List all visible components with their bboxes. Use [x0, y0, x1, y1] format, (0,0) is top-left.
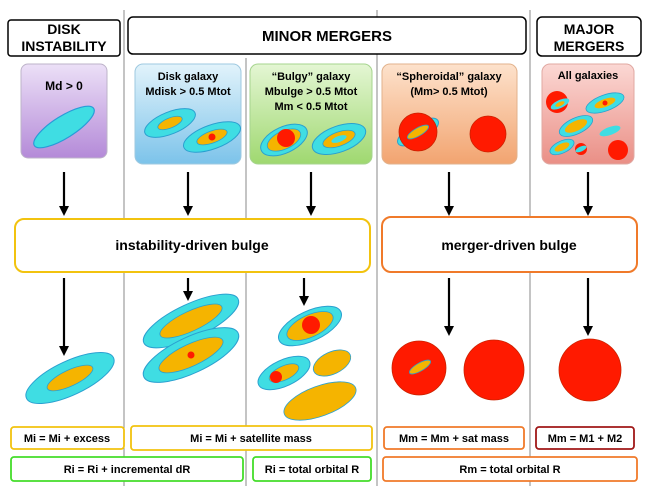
result-instability-galaxy — [25, 352, 115, 404]
outcome-instability-bulge: instability-driven bulge — [14, 218, 371, 273]
header-major-mergers: MAJOR MERGERS — [536, 16, 642, 57]
svg-text:All galaxies: All galaxies — [558, 70, 619, 82]
eq-ri-orbital: Ri = total orbital R — [252, 456, 372, 482]
eq-rm-orbital: Rm = total orbital R — [382, 456, 638, 482]
svg-text:“Bulgy” galaxy: “Bulgy” galaxy — [272, 71, 352, 83]
svg-text:Mdisk > 0.5 Mtot: Mdisk > 0.5 Mtot — [145, 86, 231, 98]
svg-text:Mi = Mi + satellite mass: Mi = Mi + satellite mass — [190, 433, 312, 445]
result-disk-merger — [142, 293, 240, 383]
result-bulgy-merger — [257, 305, 357, 421]
outcome-merger-bulge: merger-driven bulge — [381, 216, 638, 273]
panel-bulgy-galaxy: “Bulgy” galaxy Mbulge > 0.5 Mtot Mm < 0.… — [249, 63, 373, 165]
arrows-bottom — [59, 278, 593, 356]
svg-text:Disk galaxy: Disk galaxy — [158, 71, 219, 83]
header-minor-mergers: MINOR MERGERS — [127, 16, 527, 55]
svg-text:merger-driven bulge: merger-driven bulge — [441, 237, 577, 253]
panel-spheroidal-galaxy: “Spheroidal” galaxy (Mm> 0.5 Mtot) — [381, 63, 518, 165]
eq-ri-incremental: Ri = Ri + incremental dR — [10, 456, 244, 482]
panel-disk-galaxy: Disk galaxy Mdisk > 0.5 Mtot — [134, 63, 242, 165]
svg-text:Mm = Mm + sat mass: Mm = Mm + sat mass — [399, 433, 509, 445]
eq-mm-sat: Mm = Mm + sat mass — [383, 426, 525, 450]
disk-galaxy-shape — [33, 105, 95, 149]
svg-text:MAJOR: MAJOR — [564, 21, 615, 37]
svg-text:Mi = Mi + excess: Mi = Mi + excess — [24, 433, 110, 445]
result-spheroidal-merger — [391, 339, 525, 401]
svg-text:(Mm> 0.5 Mtot): (Mm> 0.5 Mtot) — [410, 86, 488, 98]
panel-md: Md > 0 — [20, 63, 108, 159]
svg-text:DISK: DISK — [47, 21, 80, 37]
eq-mm-m1m2: Mm = M1 + M2 — [535, 426, 635, 450]
header-disk-instability: DISK INSTABILITY — [7, 19, 121, 57]
arrows-top — [59, 172, 593, 216]
svg-text:Mm < 0.5 Mtot: Mm < 0.5 Mtot — [274, 101, 347, 113]
svg-text:instability-driven bulge: instability-driven bulge — [115, 237, 268, 253]
panel-all-galaxies: All galaxies — [541, 63, 635, 165]
svg-text:“Spheroidal” galaxy: “Spheroidal” galaxy — [396, 71, 502, 83]
svg-text:Ri = Ri + incremental dR: Ri = Ri + incremental dR — [64, 464, 191, 476]
svg-text:MINOR MERGERS: MINOR MERGERS — [262, 28, 392, 45]
svg-text:Ri = total orbital R: Ri = total orbital R — [265, 464, 359, 476]
eq-mi-satellite: Mi = Mi + satellite mass — [130, 425, 373, 451]
svg-text:Md > 0: Md > 0 — [45, 79, 83, 93]
svg-text:MERGERS: MERGERS — [554, 38, 625, 54]
svg-text:Mbulge > 0.5 Mtot: Mbulge > 0.5 Mtot — [265, 86, 358, 98]
result-major-merger — [558, 338, 622, 402]
svg-text:Rm = total orbital R: Rm = total orbital R — [459, 464, 560, 476]
svg-text:Mm = M1 + M2: Mm = M1 + M2 — [548, 433, 623, 445]
eq-mi-excess: Mi = Mi + excess — [10, 426, 125, 450]
svg-text:INSTABILITY: INSTABILITY — [21, 38, 107, 54]
